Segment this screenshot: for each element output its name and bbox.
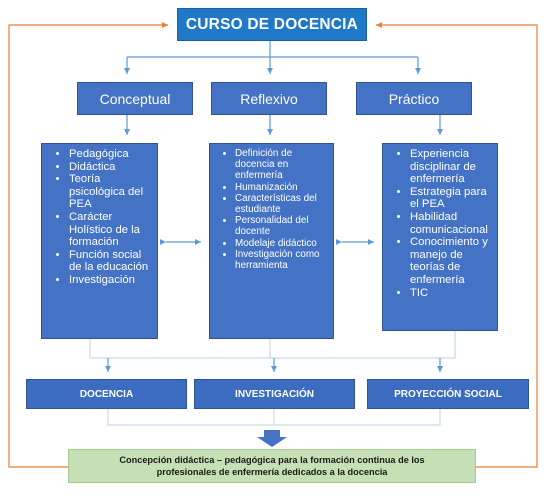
feedback-loop-left [8, 22, 168, 468]
feedback-loop-right [376, 22, 538, 468]
outcome-proyeccion-social: PROYECCIÓN SOCIAL [367, 379, 529, 409]
outcomes-to-conclusion-connector [107, 409, 441, 426]
list-item: Definición de docencia en enfermería [235, 148, 327, 182]
category-practico: Práctico [356, 82, 472, 115]
course-title: CURSO DE DOCENCIA [185, 15, 359, 33]
list-item: Carácter Holístico de la formación [69, 211, 151, 249]
outcome-label: INVESTIGACIÓN [235, 388, 314, 400]
title-to-categories-connector [124, 41, 421, 74]
conclusion-box: Concepción didáctica – pedagógica para l… [68, 449, 476, 483]
down-arrow-icon [257, 430, 287, 447]
category-reflexivo: Reflexivo [211, 82, 327, 115]
conclusion-line-2: profesionales de enfermería dedicados a … [156, 467, 388, 477]
list-item: Modelaje didáctico [235, 238, 327, 249]
list-item: Conocimiento y manejo de teorías de enfe… [410, 236, 491, 286]
outcome-label: PROYECCIÓN SOCIAL [394, 388, 502, 400]
list-item: Teoría psicológica del PEA [69, 173, 151, 211]
list-item: Estrategia para el PEA [410, 186, 491, 211]
list-item: Pedagógica [69, 148, 151, 161]
outcome-arrows [105, 358, 443, 372]
reflexivo-list: Definición de docencia en enfermería Hum… [209, 143, 334, 339]
list-item: Humanización [235, 182, 327, 193]
list-item: Investigación como herramienta [235, 249, 327, 271]
category-to-list-arrows [124, 115, 443, 135]
list-item: Experiencia disciplinar de enfermería [410, 148, 491, 186]
practico-list: Experiencia disciplinar de enfermería Es… [382, 143, 498, 331]
category-label: Práctico [388, 90, 440, 107]
list-item: TIC [410, 287, 491, 300]
outcome-label: DOCENCIA [79, 388, 134, 400]
list-item: Habilidad comunicacional [410, 211, 491, 236]
category-conceptual: Conceptual [77, 82, 193, 115]
list-item: Características del estudiante [235, 193, 327, 215]
category-label: Reflexivo [240, 90, 298, 107]
list-item: Función social de la educación [69, 249, 151, 274]
list-item: Personalidad del docente [235, 215, 327, 237]
conclusion-line-1: Concepción didáctica – pedagógica para l… [119, 455, 425, 465]
outcome-docencia: DOCENCIA [26, 379, 187, 409]
category-label: Conceptual [99, 90, 171, 107]
course-title-box: CURSO DE DOCENCIA [177, 8, 367, 41]
outcome-investigacion: INVESTIGACIÓN [194, 379, 355, 409]
list-item: Didáctica [69, 161, 151, 174]
lists-to-outcomes-connector [89, 331, 456, 359]
conceptual-list: Pedagógica Didáctica Teoría psicológica … [41, 143, 158, 339]
list-item: Investigación [69, 274, 151, 287]
